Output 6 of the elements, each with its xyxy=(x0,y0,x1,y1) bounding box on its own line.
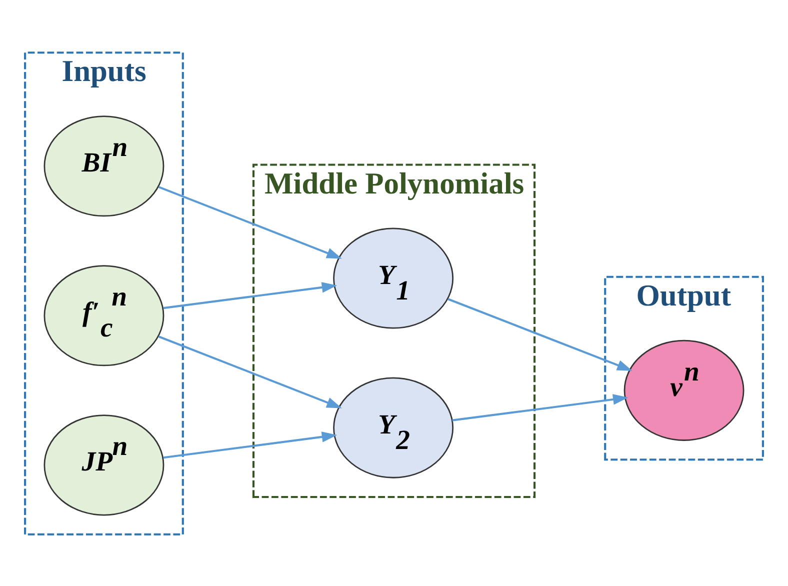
arrow xyxy=(163,431,338,458)
arrow xyxy=(452,394,628,421)
arrow xyxy=(163,282,338,309)
arrow xyxy=(158,335,342,408)
arrow xyxy=(448,298,632,370)
arrow xyxy=(158,186,342,258)
